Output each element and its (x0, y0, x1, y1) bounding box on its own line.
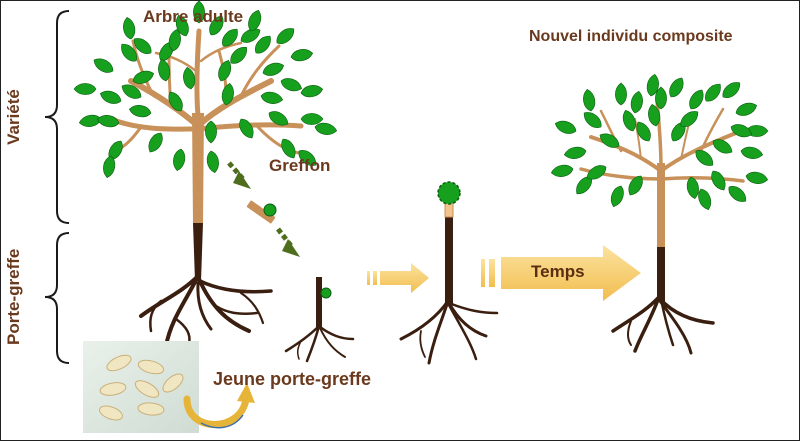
variety-bracket (44, 10, 70, 224)
grafted-plant (399, 181, 499, 365)
mature-tree-label: Arbre adulte (143, 7, 244, 26)
leaf-shape (724, 182, 750, 206)
leaf-shape (226, 42, 252, 68)
leaf-shape (235, 115, 258, 142)
leaf-shape (121, 15, 138, 41)
leaf-shape (728, 121, 755, 141)
leaf-shape (272, 24, 298, 48)
leaf-shape (204, 149, 221, 175)
scion-arrow-2 (276, 227, 300, 257)
leaf-shape (144, 129, 167, 156)
rootstock-bracket (44, 232, 70, 364)
leaf-shape (278, 75, 305, 95)
leaf-shape (739, 144, 765, 161)
mature-tree-trunk-upper (192, 113, 204, 223)
leaf-shape (685, 86, 708, 113)
leaf-shape (73, 82, 97, 96)
leaf-shape (733, 99, 760, 119)
leaf-shape (259, 89, 285, 106)
mature-tree-trunk-lower (193, 223, 203, 281)
growth-curved-arrow (183, 383, 255, 429)
leaf-shape (718, 78, 744, 102)
leaf-shape (204, 120, 218, 144)
progress-arrow-1 (367, 263, 429, 293)
young-rootstock-label: Jeune porte-greffe (213, 369, 372, 389)
leaf-shape (300, 112, 324, 126)
leaf-shape (628, 89, 645, 115)
leaf-shape (701, 80, 725, 106)
leaf-shape (95, 113, 121, 130)
leaf-shape (549, 162, 575, 179)
composite-tree (579, 99, 745, 355)
leaf-shape (97, 87, 124, 107)
leaf-shape (665, 74, 688, 101)
time-arrow (481, 245, 641, 301)
leaf-shape (90, 54, 117, 77)
leaf-shape (171, 147, 188, 173)
rootstock-label: Porte-greffe (4, 248, 23, 345)
variety-label: Variété (4, 89, 23, 145)
leaf-shape (744, 169, 770, 186)
leaf-shape (127, 103, 153, 120)
scion-arrow-1 (227, 161, 251, 189)
leaf-shape (607, 183, 627, 210)
leaf-shape (562, 144, 588, 161)
scion-cutting (246, 200, 277, 224)
leaf-shape (581, 87, 598, 113)
seeds-photo (83, 341, 199, 433)
time-label: Temps (531, 262, 585, 281)
leaf-shape (614, 82, 628, 106)
scion-label: Greffon (269, 156, 331, 175)
composite-label: Nouvel individu composite (529, 28, 733, 45)
young-rootstock (284, 277, 355, 363)
mature-tree-roots (139, 274, 273, 348)
leaf-shape (245, 7, 265, 34)
leaf-shape (552, 117, 579, 137)
leaf-shape (289, 47, 315, 64)
leaf-shape (299, 83, 325, 100)
